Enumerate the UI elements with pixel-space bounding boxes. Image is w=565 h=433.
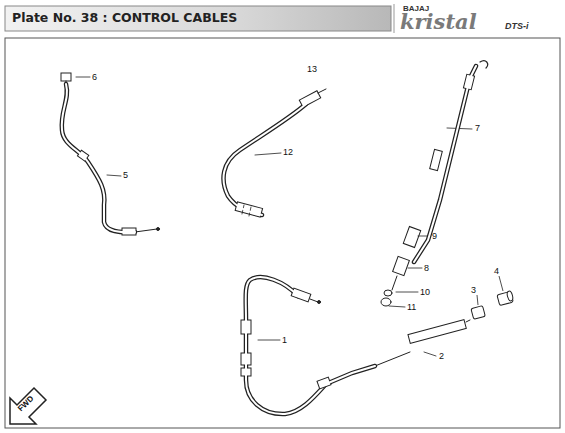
cable-1 — [241, 277, 326, 414]
cable-12-stroke — [299, 91, 320, 107]
model-suffix: DTS-i — [505, 22, 529, 31]
cable-7-stroke — [480, 61, 488, 68]
callout-number: 2 — [439, 352, 444, 361]
adjuster-parts-stroke — [499, 276, 503, 291]
cable-5 — [61, 73, 160, 235]
diagram-frame — [5, 38, 560, 428]
cable-2-stroke — [326, 366, 375, 384]
callout-number: 9 — [432, 232, 437, 241]
cable-7-stroke — [447, 128, 472, 129]
cable-2-stroke — [424, 352, 436, 356]
cable-12-stroke — [224, 104, 306, 215]
header-band-stroke — [394, 4, 395, 33]
cable-2-stroke — [375, 352, 410, 366]
cable-2-stroke — [466, 320, 470, 322]
cable-7-stroke — [393, 256, 410, 275]
cable-5-stroke — [62, 84, 135, 232]
callout-number: 12 — [283, 148, 293, 157]
cable-2-stroke — [408, 320, 466, 344]
cable-1-stroke — [258, 340, 280, 341]
model-logo: kristal — [400, 11, 477, 32]
callout-number: 6 — [92, 73, 97, 82]
cable-7-stroke — [414, 66, 476, 262]
callout-number: 1 — [282, 336, 287, 345]
callout-number: 8 — [424, 264, 429, 273]
callout-number: 13 — [307, 65, 317, 74]
cable-1-stroke — [318, 301, 321, 304]
cable-5-stroke — [62, 84, 135, 232]
callout-number: 3 — [471, 286, 476, 295]
cable-7-stroke — [381, 298, 391, 306]
cable-7-stroke — [396, 292, 418, 293]
cable-1-stroke — [310, 299, 318, 302]
cable-7-stroke — [430, 149, 443, 170]
cable-5-stroke — [76, 77, 90, 78]
callout-number: 10 — [420, 288, 430, 297]
fwd-arrow-icon-stroke — [10, 388, 46, 424]
header-band — [5, 4, 394, 33]
cable-12-stroke — [224, 104, 306, 215]
header-band-stroke — [5, 6, 391, 31]
cable-5-stroke — [135, 229, 157, 232]
callout-number: 4 — [494, 267, 499, 276]
adjuster-parts-stroke — [497, 291, 513, 305]
plate-title: Plate No. 38 : CONTROL CABLES — [12, 12, 237, 25]
cable-2-stroke — [326, 366, 375, 384]
cable-1-stroke — [246, 277, 326, 414]
cable-1-stroke — [291, 288, 311, 302]
cable-5-stroke — [107, 175, 121, 176]
fwd-arrow-icon — [10, 388, 46, 424]
adjuster-parts-stroke — [477, 295, 478, 305]
cable-12-stroke — [318, 89, 326, 93]
callout-number: 7 — [475, 124, 480, 133]
callout-number: 5 — [123, 171, 128, 180]
callout-number: 11 — [407, 303, 416, 312]
cable-7-stroke — [389, 306, 405, 307]
cable-5-stroke — [157, 228, 160, 231]
adjuster-parts-stroke — [506, 291, 513, 302]
cable-12 — [224, 89, 326, 217]
cable-2 — [317, 320, 470, 389]
cable-1-stroke — [246, 277, 326, 414]
adjuster-parts-stroke — [471, 306, 485, 320]
cable-5-stroke — [61, 73, 71, 81]
cable-7-stroke — [408, 268, 422, 269]
cable-7-stroke — [403, 226, 420, 247]
cable-7-stroke — [384, 290, 392, 296]
adjuster-parts — [471, 276, 514, 319]
cable-7-stroke — [414, 66, 476, 262]
cable-12-stroke — [255, 153, 281, 155]
cable-7-stroke — [392, 276, 397, 290]
cable-7 — [381, 61, 488, 307]
